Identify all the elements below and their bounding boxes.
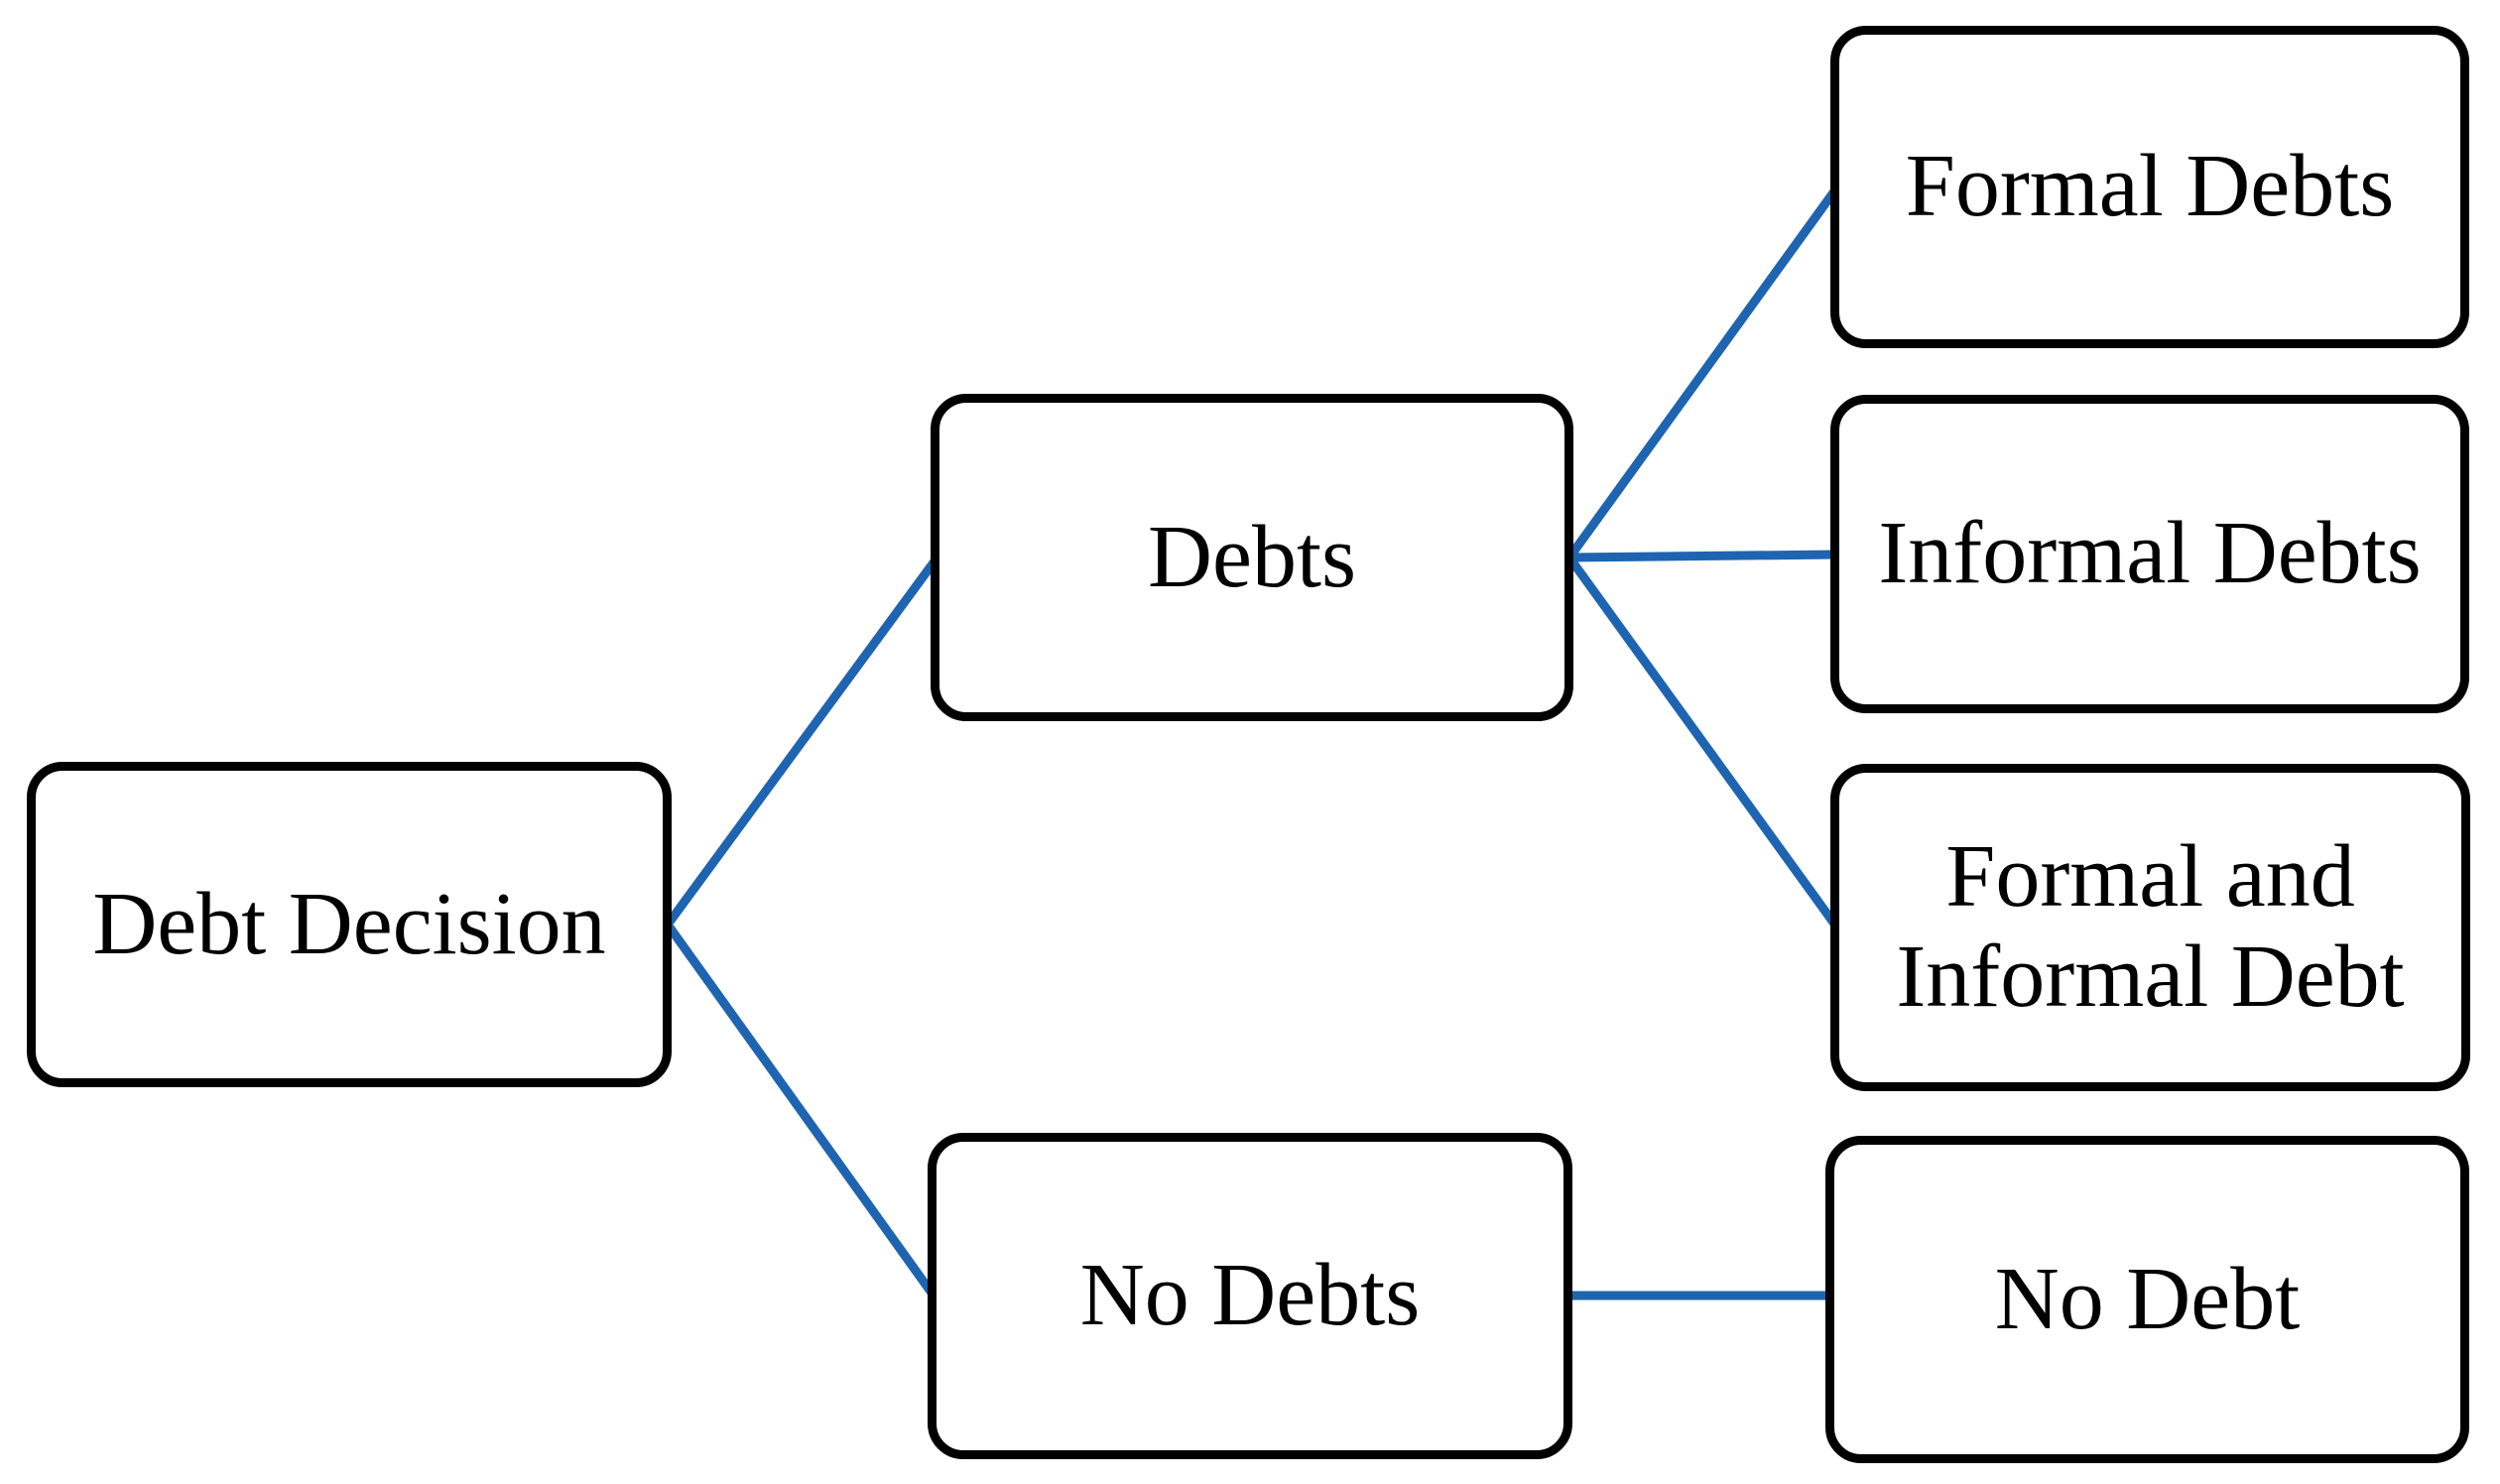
node-debts-label: Debts [1148, 507, 1356, 606]
node-formal-debts-label: Formal Debts [1905, 137, 2395, 236]
node-formal-informal-debt-label: Formal and Informal Debt [1896, 827, 2405, 1026]
node-no-debts: No Debts [928, 1133, 1572, 1459]
node-formal-debts: Formal Debts [1830, 26, 2469, 348]
node-debts: Debts [931, 394, 1573, 721]
node-informal-debts-label: Informal Debts [1878, 504, 2422, 603]
edge-debt-decision-to-debts [664, 556, 940, 928]
node-debt-decision: Debt Decision [27, 762, 672, 1087]
node-debt-decision-label: Debt Decision [92, 874, 606, 973]
node-no-debt-label: No Debt [1994, 1249, 2301, 1348]
edge-debts-to-informal-debts [1568, 550, 1837, 562]
edge-debts-to-formal-debts [1565, 186, 1840, 560]
edge-debt-decision-to-no-debts [664, 922, 938, 1298]
node-no-debt: No Debt [1825, 1136, 2469, 1463]
node-no-debts-label: No Debts [1079, 1246, 1421, 1345]
edge-debts-to-formal-informal-debt [1565, 555, 1840, 929]
node-informal-debts: Informal Debts [1830, 395, 2469, 713]
node-formal-informal-debt: Formal and Informal Debt [1830, 764, 2470, 1091]
